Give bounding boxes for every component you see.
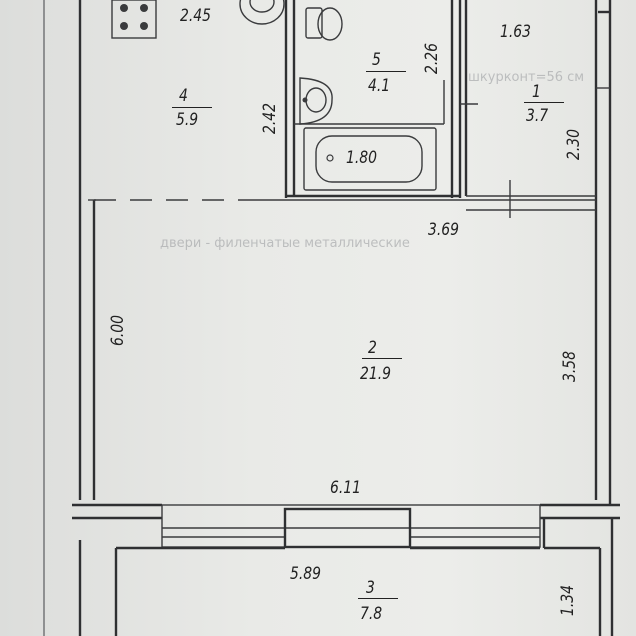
room-label-divider — [362, 358, 402, 359]
room-number-hallway: 1 — [532, 82, 541, 102]
dimension-label: 2.30 — [564, 128, 584, 160]
dimension-label: 3.58 — [560, 350, 580, 382]
room-area-hallway: 3.7 — [526, 106, 549, 126]
balcony-window — [161, 504, 541, 549]
room-area-bathroom: 4.1 — [368, 76, 391, 96]
dimension-label: 1.80 — [346, 148, 378, 168]
dimension-label: 6.11 — [330, 478, 362, 498]
dimension-label: 3.69 — [428, 220, 460, 240]
room-number-balcony: 3 — [366, 578, 375, 598]
room-number-main: 2 — [368, 338, 377, 358]
hallway-walls — [460, 0, 610, 218]
room-number-bathroom: 5 — [372, 50, 381, 70]
room-label-divider — [358, 598, 398, 599]
room-label-divider — [366, 71, 406, 72]
bleed-through-text: двери - филенчатые металлические — [160, 236, 410, 251]
dimension-label: 1.34 — [558, 584, 578, 616]
room-number-kitchen: 4 — [179, 86, 188, 106]
sink-fixture — [299, 77, 333, 125]
dimension-label: 2.45 — [180, 6, 212, 26]
bathtub-fixture — [303, 127, 437, 191]
dimension-label: 2.42 — [260, 102, 280, 134]
bleed-through-text: шкурконт=56 см — [468, 70, 585, 85]
room-label-divider — [172, 107, 212, 108]
balcony-walls — [78, 518, 614, 636]
room-area-main: 21.9 — [360, 364, 392, 384]
dimension-label: 6.00 — [108, 314, 128, 346]
dimension-label: 5.89 — [290, 564, 322, 584]
room-area-kitchen: 5.9 — [176, 110, 199, 130]
room-area-balcony: 7.8 — [360, 604, 383, 624]
bathroom-walls — [284, 0, 462, 198]
toilet-fixture — [305, 7, 343, 41]
dimension-label: 1.63 — [500, 22, 532, 42]
room-label-divider — [524, 102, 564, 103]
dimension-label: 2.26 — [422, 42, 442, 74]
outer-walls — [72, 0, 620, 520]
stove-fixture — [111, 0, 157, 39]
kitchen-sink-fixture — [239, 0, 285, 25]
